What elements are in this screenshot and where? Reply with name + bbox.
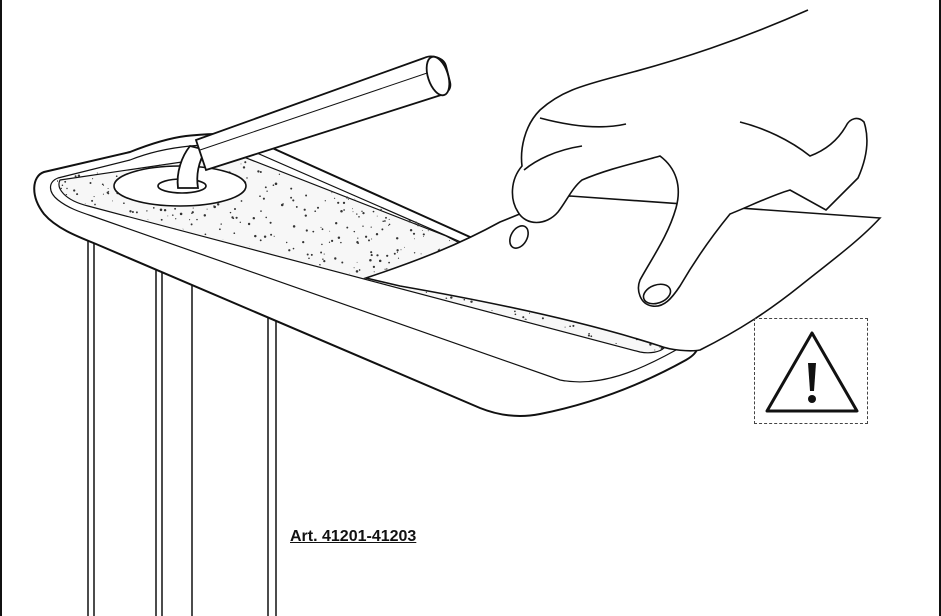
- warning-triangle-icon: [765, 331, 859, 413]
- paper-sheet: [363, 195, 882, 352]
- stand-legs: [87, 240, 277, 616]
- warning-box: [754, 318, 868, 424]
- hand: [509, 9, 868, 308]
- article-number-caption: Art. 41201-41203: [290, 528, 417, 545]
- rod: [176, 55, 452, 189]
